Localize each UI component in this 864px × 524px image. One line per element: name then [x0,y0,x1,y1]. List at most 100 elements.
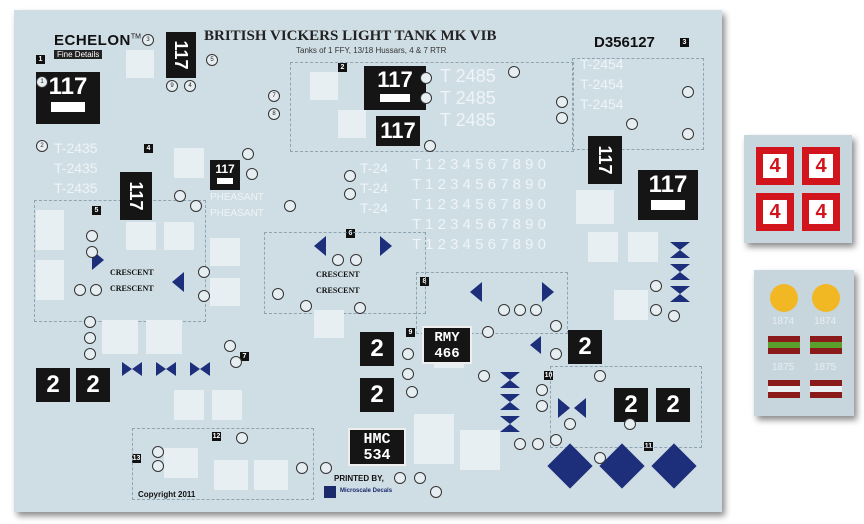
section-11: 11 [644,442,653,451]
placement-marker [198,290,210,302]
reg-t2454: T-2454 [580,76,624,92]
navy-triangle [314,236,326,256]
sheet-subtitle: Tanks of 1 FFY, 13/18 Hussars, 4 & 7 RTR [296,46,447,55]
section-1: 1 [36,55,45,64]
placement-marker: 2 [36,140,48,152]
printed-by-label: PRINTED BY, [334,474,384,483]
clear-decal [414,414,454,464]
digit-row: T 1 2 3 4 5 6 7 8 9 0 [412,156,546,173]
plate-117-boxed: 117 [364,66,426,110]
plate-117-large: 117 [36,72,100,124]
placement-marker [424,140,436,152]
product-code: D356127 [594,34,655,51]
clear-decal [164,222,194,250]
section-7: 7 [240,352,249,361]
placement-marker [594,452,606,464]
reg-t24: T-24 [360,160,389,176]
plate-white-bar [51,102,85,112]
placement-marker [514,438,526,450]
placement-marker [478,370,490,382]
placement-marker: 9 [166,80,178,92]
clear-decal [210,278,240,306]
section-2: 2 [338,63,347,72]
plate-117-right-vertical: 117 [588,136,622,184]
placement-marker [86,246,98,258]
plate-117-medium: 117 [376,116,420,146]
digit-row: T 1 2 3 4 5 6 7 8 9 0 [412,236,546,253]
placement-marker: 4 [184,80,196,92]
reg-t24: T-24 [360,200,389,216]
pheasant-name: PHEASANT [210,192,264,203]
clear-decal [628,232,658,262]
placement-marker [550,320,562,332]
hourglass-marker [670,242,690,258]
placement-marker [550,348,562,360]
reg-t2435: T-2435 [54,180,98,196]
clear-decal [588,232,618,262]
code-badge: 3 [680,38,689,47]
crescent-name: CRESCENT [316,286,360,295]
placement-marker [224,340,236,352]
placement-marker [682,128,694,140]
clear-decal [576,190,614,224]
hourglass-marker [500,372,520,388]
section-10: 10 [544,371,553,380]
navy-triangle [574,398,586,418]
clear-decal [460,430,500,470]
section-12: 12 [212,432,221,441]
placement-marker [420,72,432,84]
bowtie-marker [190,362,210,376]
placement-marker [198,266,210,278]
crescent-name: CRESCENT [316,270,360,279]
placement-marker [564,418,576,430]
placement-marker [682,86,694,98]
copyright-text: Copyright 2011 [138,490,196,499]
brand-tagline: Fine Details [54,50,103,59]
red-4-decal: 4 [802,193,840,231]
crescent-name: CRESCENT [110,268,154,277]
navy-diamond [651,443,697,489]
outline-section-6 [264,232,426,314]
placement-marker [650,304,662,316]
section-5: 5 [92,206,101,215]
placement-marker [230,356,242,368]
hourglass-marker [670,264,690,280]
plate-2: 2 [76,368,110,402]
placement-marker [514,304,526,316]
placement-marker [350,254,362,266]
placement-marker [242,148,254,160]
clear-decal [36,260,64,300]
reg-1874: 1874 [814,316,837,327]
reg-t2435: T-2435 [54,160,98,176]
clear-decal [174,390,204,420]
placement-marker [152,460,164,472]
crescent-name: CRESCENT [110,284,154,293]
trademark: TM [130,33,141,41]
placement-marker [90,284,102,296]
placement-marker: 3 [142,34,154,46]
brand-name: ECHELON [54,32,131,49]
placement-marker [354,302,366,314]
clear-decal [214,460,248,490]
section-8: 8 [420,277,429,286]
navy-diamond [599,443,645,489]
placement-marker: 1 [36,76,48,88]
clear-decal [614,290,648,320]
clear-decal [212,390,242,420]
outline-section-3 [572,58,704,150]
clear-decal [338,110,366,138]
placement-marker [430,486,442,498]
clear-decal [174,148,204,178]
clear-decal [126,50,154,78]
green-stripe-flash [810,336,842,354]
navy-diamond [547,443,593,489]
clear-decal [314,310,344,338]
placement-marker [414,472,426,484]
placement-marker [650,280,662,292]
clear-decal [36,210,64,250]
placement-marker [174,190,186,202]
placement-marker [344,188,356,200]
reg-t2485: T 2485 [440,66,496,86]
reg-1875: 1875 [814,362,837,373]
